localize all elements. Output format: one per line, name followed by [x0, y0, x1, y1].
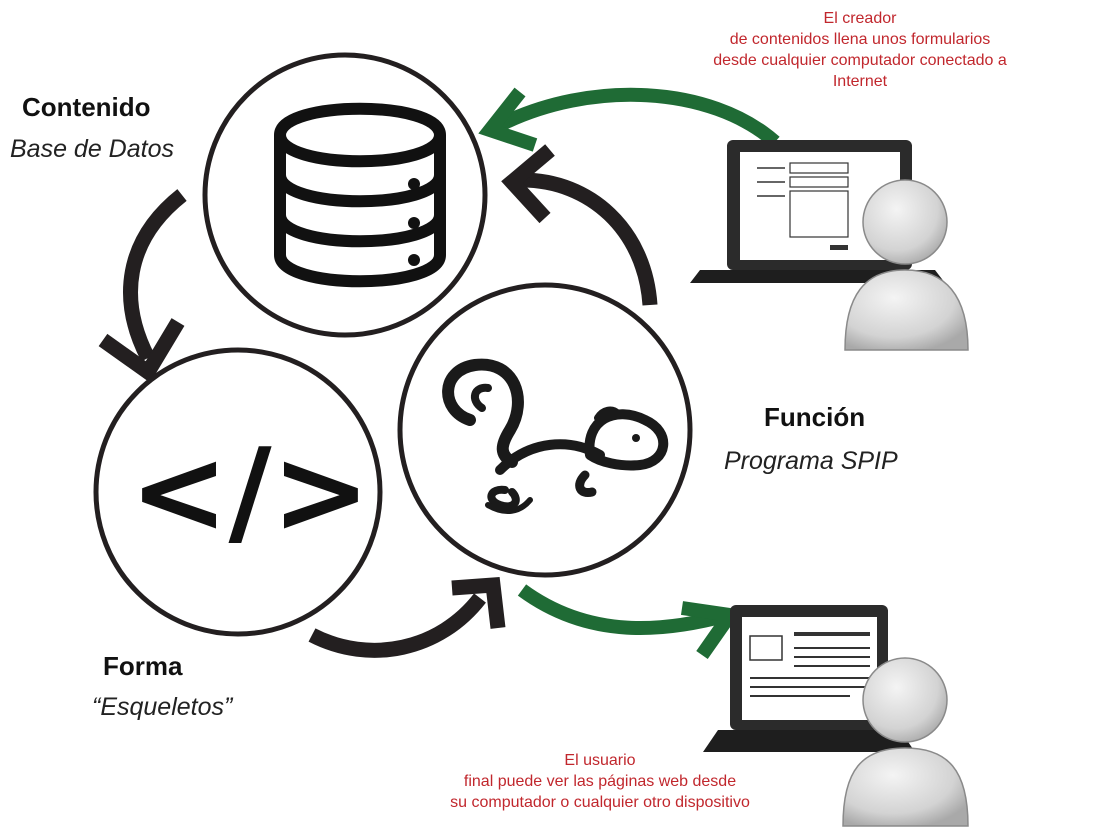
- arrow-funcion-to-contenido: [521, 172, 658, 306]
- user-note-line: El usuario: [564, 752, 636, 769]
- code-icon: </>: [130, 422, 371, 560]
- forma-subtitle: “Esqueletos”: [92, 693, 233, 721]
- contenido-subtitle: Base de Datos: [10, 135, 174, 163]
- user-icon: [844, 179, 969, 351]
- arrow-contenido-to-forma: [123, 189, 187, 362]
- creator-note: El creador de contenidos llena unos form…: [650, 8, 1070, 92]
- arrow-spip-to-user-head: [680, 601, 743, 660]
- creator-note-line: desde cualquier computador conectado a: [713, 52, 1007, 69]
- user-note: El usuario final puede ver las páginas w…: [380, 750, 820, 813]
- arrow-creator-to-db: [496, 87, 780, 148]
- user-note-line: final puede ver las páginas web desde: [463, 773, 737, 790]
- spip-squirrel-icon: [442, 358, 669, 514]
- creator-note-line: de contenidos llena unos formularios: [729, 31, 991, 48]
- creator-note-line: El creador: [823, 10, 897, 27]
- green-arrows: [478, 87, 780, 660]
- user-note-line: su computador o cualquier otro dispositi…: [450, 794, 750, 811]
- creator-note-line: Internet: [832, 73, 888, 90]
- contenido-title: Contenido: [22, 92, 151, 122]
- cycle-arrows: [98, 144, 658, 658]
- laptop-webpage-icon: [703, 605, 915, 752]
- funcion-title: Función: [764, 402, 866, 432]
- forma-title: Forma: [103, 651, 183, 681]
- arrow-creator-to-db-head: [478, 87, 538, 152]
- arrow-forma-to-funcion: [308, 593, 486, 658]
- user-icon: [842, 657, 969, 827]
- database-icon: [274, 102, 446, 288]
- arrow-funcion-to-contenido-head: [501, 144, 555, 224]
- arrow-contenido-to-forma-head: [98, 318, 185, 383]
- circle-forma: [93, 347, 383, 637]
- arrow-spip-to-user: [517, 584, 730, 636]
- arrow-forma-to-funcion-head: [451, 576, 506, 629]
- funcion-subtitle: Programa SPIP: [724, 447, 898, 475]
- circle-funcion: [397, 282, 693, 578]
